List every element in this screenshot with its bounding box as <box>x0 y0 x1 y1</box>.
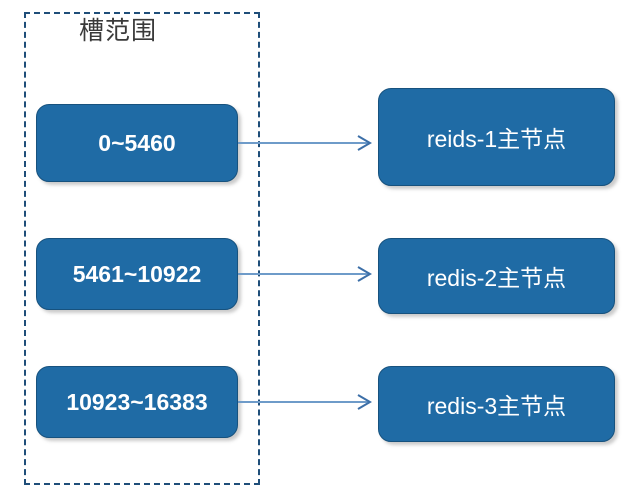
redis-node-box-1: reids-1主节点 <box>378 88 615 186</box>
slot-range-group <box>24 12 260 485</box>
slot-range-box-3: 10923~16383 <box>36 366 238 438</box>
slot-range-box-1: 0~5460 <box>36 104 238 182</box>
group-title: 槽范围 <box>78 16 157 45</box>
slot-range-box-2: 5461~10922 <box>36 238 238 310</box>
connector-arrow-1 <box>238 133 386 153</box>
redis-node-box-2: redis-2主节点 <box>378 238 615 314</box>
connector-arrow-3 <box>238 392 386 412</box>
connector-arrow-2 <box>238 264 386 284</box>
redis-node-box-3: redis-3主节点 <box>378 366 615 442</box>
